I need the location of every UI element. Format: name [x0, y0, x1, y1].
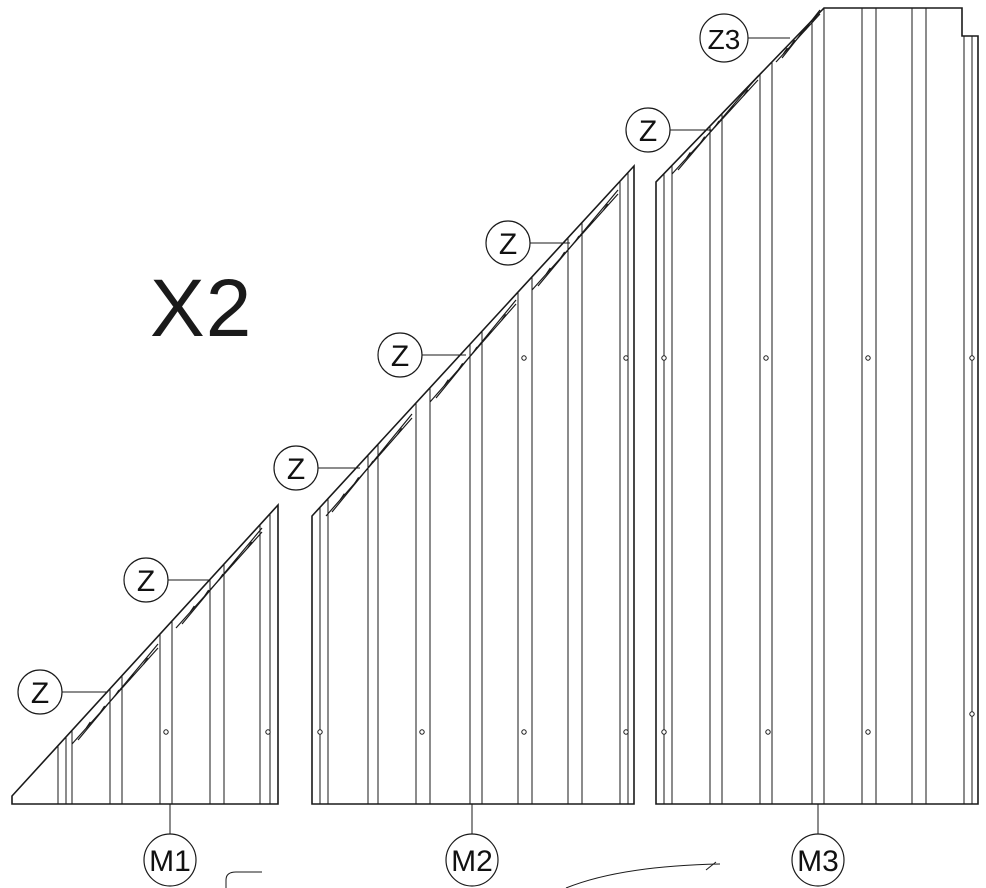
callout-z-2: Z [123, 557, 210, 603]
callout-label: Z [31, 677, 49, 710]
bottom-fragments [225, 861, 721, 888]
fastener-hole [623, 729, 629, 735]
panel-m3 [655, 7, 979, 805]
z-bars [71, 9, 821, 745]
callout-m3: M3 [791, 804, 845, 887]
fastener-hole [521, 729, 527, 735]
fastener-hole [521, 355, 527, 361]
callout-label: Z [499, 228, 517, 261]
z-bar [429, 299, 517, 403]
callout-z-1: Z [17, 669, 108, 715]
callout-z-5: Z [485, 220, 570, 266]
fastener-hole [623, 355, 629, 361]
fastener-hole [661, 729, 667, 735]
panel-m2 [311, 163, 635, 805]
z-bar [175, 527, 263, 629]
panel-label: M2 [451, 845, 493, 878]
fastener-hole [865, 729, 871, 735]
fastener-hole [661, 355, 667, 361]
callout-label: Z [137, 565, 155, 598]
callout-z-6: Z [625, 107, 712, 153]
z-bar [531, 189, 619, 291]
panel-ribs [57, 8, 973, 804]
fastener-hole [865, 355, 871, 361]
callout-label: Z [639, 115, 657, 148]
fastener-hole [969, 711, 975, 717]
callout-m2: M2 [445, 804, 499, 887]
z-bar [71, 643, 159, 745]
panel-label: M1 [149, 845, 191, 878]
callout-m1: M1 [143, 804, 197, 887]
callout-label: Z3 [708, 24, 741, 55]
panel-label: M3 [797, 845, 839, 878]
callout-z3: Z3 [699, 13, 790, 63]
fastener-hole [969, 355, 975, 361]
fastener-hole [265, 729, 271, 735]
callout-z-3: Z [273, 445, 360, 491]
z-bar [325, 413, 413, 517]
fastener-hole [163, 729, 169, 735]
fastener-hole [317, 729, 323, 735]
z-bar [671, 75, 759, 175]
quantity-label: X2 [150, 263, 253, 354]
fastener-hole [419, 729, 425, 735]
callout-z-4: Z [377, 332, 466, 378]
callout-label: Z [287, 453, 305, 486]
fastener-hole [763, 355, 769, 361]
fastener-hole [765, 729, 771, 735]
fastener-holes [163, 355, 975, 735]
z-bar [775, 9, 821, 63]
panel-m1 [11, 502, 279, 805]
callout-label: Z [391, 340, 409, 373]
